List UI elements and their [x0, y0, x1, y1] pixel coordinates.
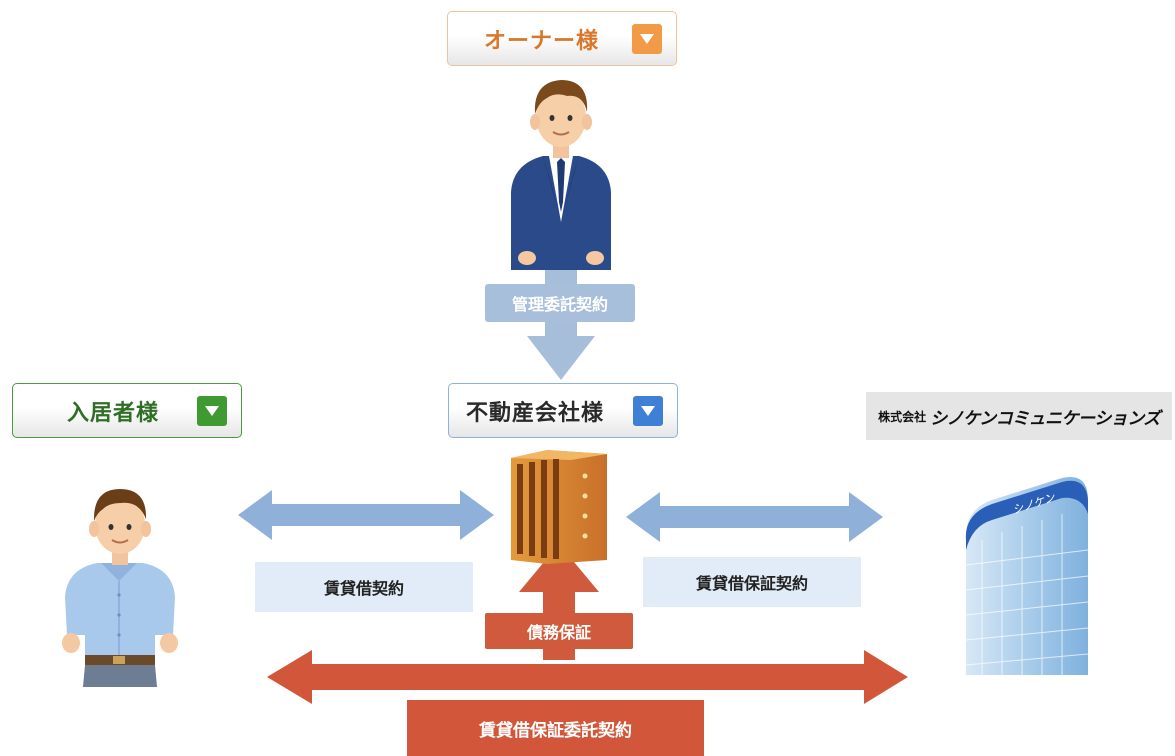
tenant-agency-arrow	[238, 490, 494, 540]
agency-building-icon	[511, 450, 607, 564]
tenant-company-arrow	[267, 650, 908, 704]
lease-guarantee-consignment-label: 賃貸借保証委託契約	[407, 700, 704, 756]
tenant-person-icon	[62, 489, 178, 687]
company-name: シノケンコミュニケーションズ	[930, 408, 1160, 429]
debt-guarantee-label: 債務保証	[485, 613, 633, 649]
tenant-button[interactable]: 入居者様	[12, 383, 242, 438]
agency-company-arrow	[626, 492, 883, 542]
lease-contract-label: 賃貸借契約	[255, 562, 473, 612]
lease-guarantee-contract-label: 賃貸借保証契約	[643, 557, 861, 607]
company-prefix: 株式会社	[878, 409, 927, 424]
chevron-down-icon	[633, 396, 663, 426]
chevron-down-icon	[197, 396, 227, 426]
owner-button[interactable]: オーナー様	[447, 11, 677, 66]
tenant-label: 入居者様	[67, 400, 160, 426]
company-building-icon: シノケン	[965, 476, 1089, 675]
owner-person-icon	[511, 80, 611, 270]
company-name-bar: 株式会社 シノケンコミュニケーションズ	[866, 392, 1172, 440]
agency-button[interactable]: 不動産会社様	[448, 383, 678, 438]
owner-label: オーナー様	[484, 28, 600, 54]
chevron-down-icon	[632, 24, 662, 54]
agency-label: 不動産会社様	[466, 400, 605, 426]
management-contract-label: 管理委託契約	[485, 284, 635, 322]
